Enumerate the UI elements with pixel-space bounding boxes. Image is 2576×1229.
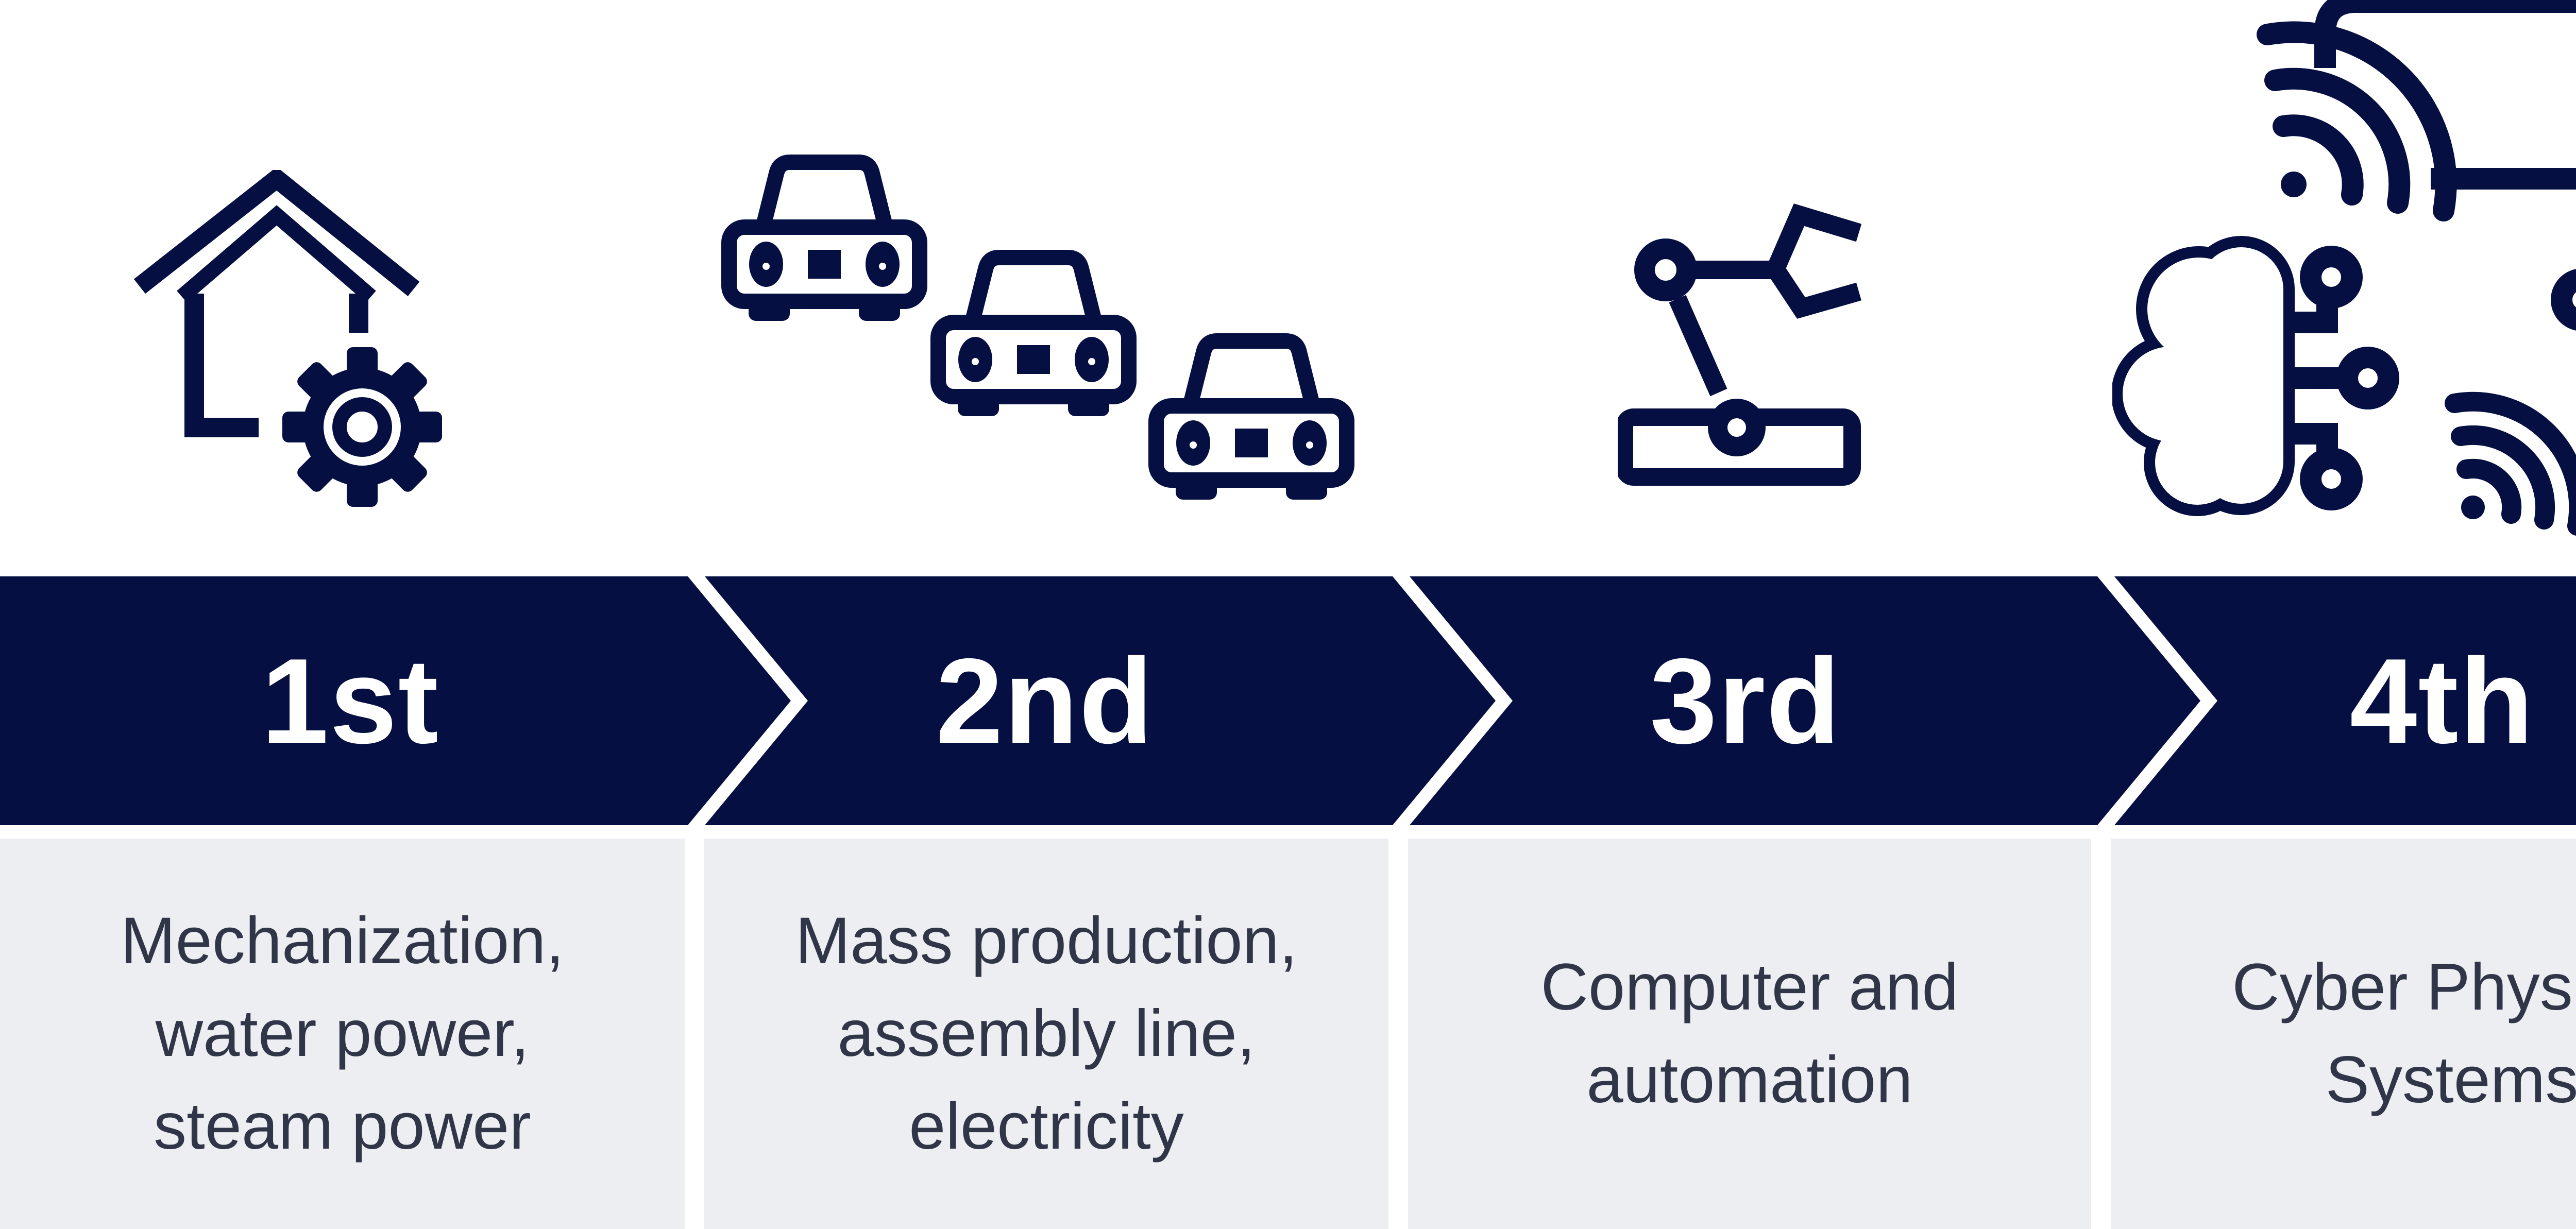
banner-segment-4 xyxy=(2114,576,2576,825)
gear-icon xyxy=(282,347,442,507)
description-text: Cyber Physical Systems xyxy=(2232,950,2576,1117)
stage-label-1st: 1st xyxy=(261,633,439,769)
cyber-physical-icon xyxy=(2112,0,2576,536)
house-gear-icon xyxy=(133,170,442,507)
description-text: Mass production, assembly line, electric… xyxy=(795,904,1298,1163)
timeline-arrow-banner xyxy=(0,576,2576,825)
description-text: Mechanization, water power, steam power xyxy=(121,904,564,1163)
stage-label-4th: 4th xyxy=(2349,633,2535,769)
description-panel-2: Mass production, assembly line, electric… xyxy=(704,839,1388,1229)
tablet-cast-icon xyxy=(2257,0,2576,221)
description-panel-1: Mechanization, water power, steam power xyxy=(0,839,685,1229)
car-icon xyxy=(1156,341,1347,500)
banner-segment-2 xyxy=(705,576,1496,825)
cloud-network-icon xyxy=(2123,247,2399,505)
car-icon xyxy=(938,258,1129,416)
banner-segment-3 xyxy=(1410,576,2200,825)
description-text: Computer and automation xyxy=(1540,950,1959,1117)
wifi-robot-arm-icon xyxy=(2445,269,2576,536)
robot-arm-icon xyxy=(1618,203,1862,486)
stage-label-3rd: 3rd xyxy=(1650,633,1841,769)
cars-icon xyxy=(719,144,1363,502)
description-panel-3: Computer and automation xyxy=(1408,839,2091,1229)
car-icon xyxy=(729,162,920,321)
description-panel-4: Cyber Physical Systems xyxy=(2111,839,2576,1229)
stage-label-2nd: 2nd xyxy=(936,633,1154,769)
banner-segment-1 xyxy=(0,576,791,825)
